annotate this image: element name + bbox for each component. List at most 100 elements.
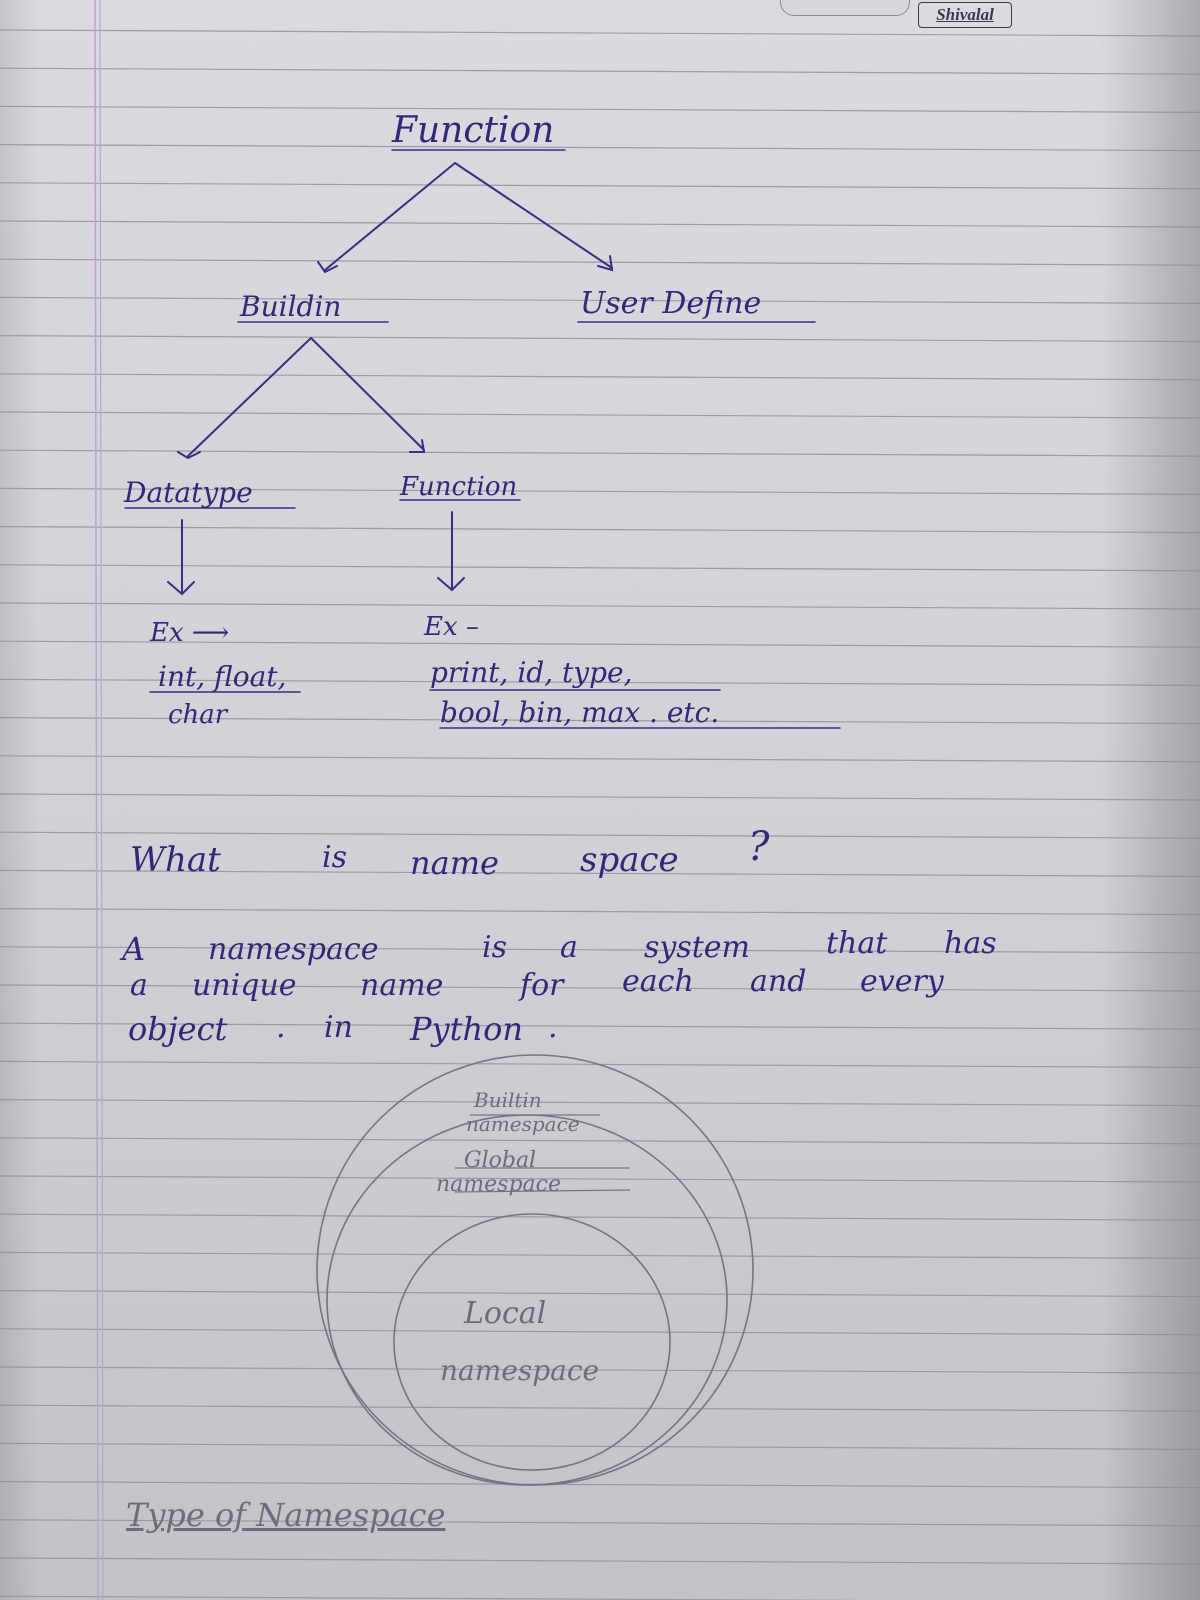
ruled-line — [0, 1137, 1200, 1145]
tree-buildin-label: Buildin — [240, 290, 342, 323]
def-word: system — [644, 930, 750, 965]
ruled-line — [0, 1442, 1200, 1451]
ruled-line — [0, 716, 1200, 725]
definition-line2: a unique name for each and every — [130, 964, 1030, 1008]
arrowhead-datatype — [167, 581, 195, 596]
ruled-line — [0, 907, 1200, 916]
ruled-line — [0, 1519, 1200, 1527]
def-word: that — [826, 926, 888, 961]
ruled-line — [0, 144, 1200, 152]
def-word: has — [944, 926, 997, 961]
ruled-line — [0, 487, 1200, 495]
tree-root-label: Function — [392, 110, 555, 151]
def-word: each — [622, 964, 694, 999]
def-word: Python — [410, 1010, 523, 1048]
branch-root-right — [454, 162, 613, 269]
ruled-line — [0, 1595, 881, 1600]
example-left-line2: char — [168, 700, 228, 730]
def-word: a — [560, 930, 578, 965]
brand-logo: Shivalal — [918, 2, 1012, 28]
def-word: object — [128, 1010, 228, 1048]
ruled-line — [0, 1022, 1200, 1030]
ruled-line — [0, 984, 1200, 992]
ruled-line — [0, 1404, 1200, 1412]
example-left-line1: int, float, — [158, 660, 287, 693]
tree-userdefine-label: User Define — [580, 286, 762, 321]
branch-buildin-left — [187, 337, 312, 457]
ruled-line — [0, 258, 1200, 266]
arrowhead-function — [437, 577, 465, 592]
ruled-line — [0, 755, 1200, 763]
ruled-line — [0, 105, 1200, 113]
ruled-line — [0, 1251, 1200, 1260]
arrowhead-root-right — [597, 255, 614, 272]
def-word: . — [276, 1010, 286, 1045]
def-word: name — [360, 968, 444, 1003]
ruled-line — [0, 564, 1200, 572]
arrowhead-buildin-right — [409, 439, 426, 453]
def-word: every — [860, 964, 944, 999]
def-word: is — [482, 930, 507, 965]
def-word: and — [750, 964, 807, 999]
tree-datatype-label: Datatype — [124, 476, 253, 509]
example-right-line2: bool, bin, max . etc. — [440, 696, 720, 729]
def-word: for — [520, 968, 564, 1003]
def-word: a — [130, 968, 148, 1003]
ruled-line — [0, 869, 1200, 878]
builtin-label-line2: namespace — [466, 1112, 580, 1136]
ruled-line — [0, 220, 1200, 228]
ruled-line — [0, 1480, 1200, 1489]
ruled-line — [0, 678, 1200, 687]
ruled-line — [0, 411, 1200, 419]
arrowhead-root-left — [317, 261, 338, 274]
ruled-line — [0, 1213, 1200, 1221]
ruled-line — [0, 1557, 1200, 1565]
ruled-line — [0, 29, 1200, 37]
ruled-line — [0, 182, 1200, 190]
question-word-what: What — [130, 840, 221, 880]
ruled-line — [0, 296, 1200, 304]
ruled-line — [0, 1289, 1200, 1298]
def-word: in — [324, 1010, 353, 1045]
global-label-line2: namespace — [436, 1172, 561, 1197]
question-word-space: space — [580, 840, 679, 880]
arrowhead-buildin-left — [177, 451, 201, 460]
tree-function-label: Function — [400, 472, 518, 502]
ruled-line — [0, 1366, 1200, 1374]
ruled-line — [0, 640, 1200, 648]
ruled-line — [0, 1098, 1200, 1107]
definition-line3: object . in Python . — [128, 1010, 728, 1050]
ruled-line — [0, 793, 1200, 801]
question-mark: ? — [748, 824, 770, 870]
ruled-line — [0, 1175, 1200, 1183]
question-word-name: name — [410, 844, 499, 882]
def-word: A — [122, 930, 146, 968]
example-left-label: Ex ⟶ — [150, 618, 230, 648]
local-label-line2: namespace — [440, 1354, 600, 1387]
builtin-label-line1: Builtin — [474, 1088, 542, 1112]
ruled-line — [0, 831, 1200, 839]
branch-buildin-right — [310, 337, 425, 451]
def-word: . — [548, 1010, 558, 1045]
ruled-line — [0, 602, 1200, 610]
ruled-line — [0, 67, 1200, 75]
def-word: unique — [192, 968, 297, 1003]
example-right-label: Ex – — [424, 612, 479, 642]
ruled-line — [0, 946, 1200, 954]
ruled-line — [0, 1328, 1200, 1336]
ruled-line — [0, 373, 1200, 381]
definition-line1: A namespace is a system that has — [122, 926, 1042, 970]
local-label-line1: Local — [464, 1296, 547, 1331]
question-word-is: is — [322, 840, 347, 875]
def-word: namespace — [208, 932, 379, 967]
ruled-line — [0, 525, 1200, 534]
diagram-caption: Type of Namespace — [126, 1496, 446, 1534]
branch-root-left — [324, 162, 456, 271]
local-circle — [393, 1213, 671, 1471]
example-right-line1: print, id, type, — [430, 656, 633, 689]
ruled-line — [0, 335, 1200, 343]
global-label-line1: Global — [464, 1148, 537, 1173]
